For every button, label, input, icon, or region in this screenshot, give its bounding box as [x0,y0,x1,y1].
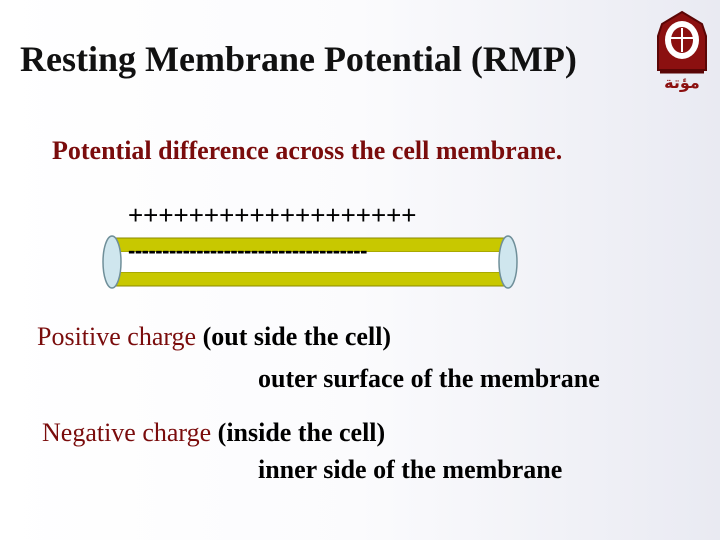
membrane-left-cap [102,235,122,289]
university-logo: مؤتة [657,10,707,92]
cell-membrane-diagram [102,235,518,289]
negative-charge-label: Negative charge [42,418,212,447]
negative-charges: ----------------------------------- [128,238,367,263]
positive-charge-location: outer surface of the membrane [258,364,600,393]
negative-charge-location: inner side of the membrane [258,455,563,484]
slide-title: Resting Membrane Potential (RMP) [20,39,577,79]
negative-charge-detail: (inside the cell) [217,418,386,447]
logo-text: مؤتة [664,73,700,92]
positive-charges: +++++++++++++++++++ [128,200,417,230]
positive-charge-label: Positive charge [37,322,197,351]
positive-charge-detail: (out side the cell) [202,322,392,351]
membrane-right-cap [498,235,518,289]
negative-charge-line: Negative charge (inside the cell) [42,418,385,448]
positive-charge-line: Positive charge (out side the cell) [37,322,391,352]
membrane-inner-layer [111,271,509,287]
slide-subtitle: Potential difference across the cell mem… [52,136,563,165]
